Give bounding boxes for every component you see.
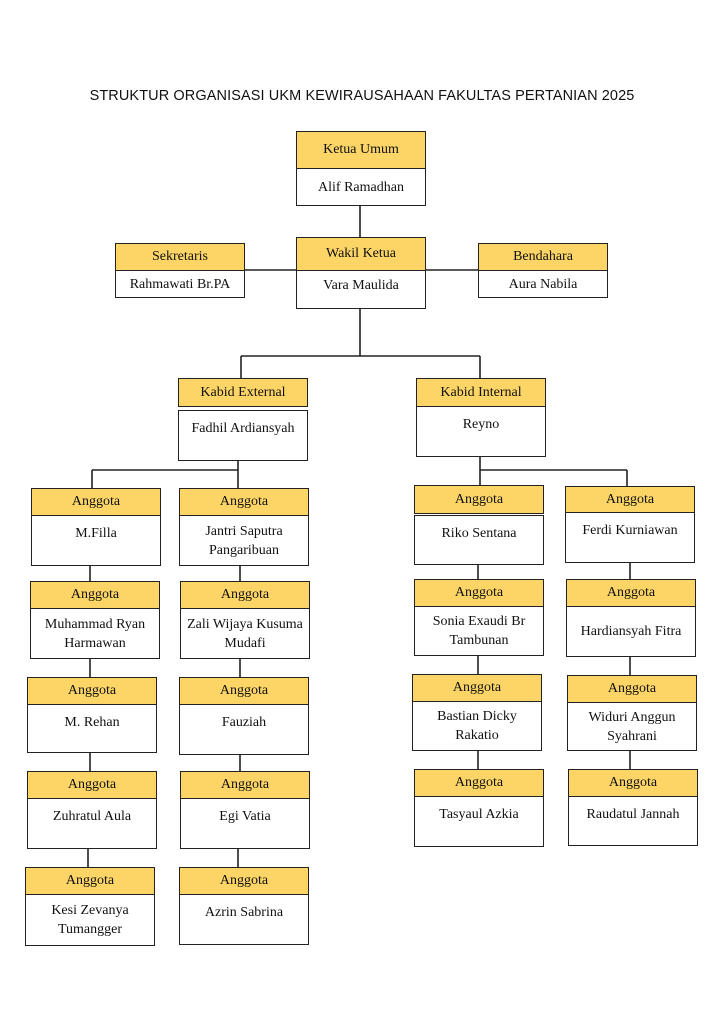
member-card: Anggota Egi Vatia <box>180 771 310 849</box>
member-name: Hardiansyah Fitra <box>566 606 696 657</box>
member-name: Fauziah <box>179 704 309 755</box>
member-card: Anggota Jantri Saputra Pangaribuan <box>179 488 309 566</box>
member-role: Anggota <box>180 581 310 609</box>
node-name: Vara Maulida <box>296 270 426 309</box>
member-role: Anggota <box>565 486 695 513</box>
member-name: Raudatul Jannah <box>568 796 698 846</box>
node-name: Aura Nabila <box>478 270 608 298</box>
member-card: Anggota M. Rehan <box>27 677 157 753</box>
member-role: Anggota <box>30 581 160 609</box>
member-name: Azrin Sabrina <box>179 894 309 945</box>
member-card: Anggota Fauziah <box>179 677 309 755</box>
member-role: Anggota <box>179 488 309 516</box>
node-ketua-umum: Ketua Umum Alif Ramadhan <box>296 131 426 206</box>
node-name: Rahmawati Br.PA <box>115 270 245 298</box>
member-name: Widuri Anggun Syahrani <box>567 702 697 751</box>
member-card: Anggota Sonia Exaudi Br Tambunan <box>414 579 544 656</box>
node-wakil-ketua: Wakil Ketua Vara Maulida <box>296 237 426 309</box>
member-name: M.Filla <box>31 515 161 566</box>
node-role: Ketua Umum <box>296 131 426 169</box>
member-role: Anggota <box>179 867 309 895</box>
member-name: Tasyaul Azkia <box>414 796 544 847</box>
member-card: Anggota Zali Wijaya Kusuma Mudafi <box>180 581 310 659</box>
member-role: Anggota <box>567 675 697 703</box>
member-role: Anggota <box>180 771 310 799</box>
member-role: Anggota <box>568 769 698 797</box>
member-card: Anggota Widuri Anggun Syahrani <box>567 675 697 751</box>
member-card: Anggota Raudatul Jannah <box>568 769 698 846</box>
member-role: Anggota <box>27 677 157 705</box>
node-bendahara: Bendahara Aura Nabila <box>478 243 608 298</box>
member-card: Anggota Ferdi Kurniawan <box>565 486 695 563</box>
node-name: Alif Ramadhan <box>296 168 426 206</box>
member-role: Anggota <box>412 674 542 702</box>
member-card: Anggota Bastian Dicky Rakatio <box>412 674 542 751</box>
member-card: Anggota Azrin Sabrina <box>179 867 309 945</box>
node-role: Bendahara <box>478 243 608 271</box>
member-card: Anggota Riko Sentana <box>414 485 544 565</box>
member-card: Anggota M.Filla <box>31 488 161 566</box>
member-card: Anggota Zuhratul Aula <box>27 771 157 849</box>
member-name: Zali Wijaya Kusuma Mudafi <box>180 608 310 659</box>
member-name: Jantri Saputra Pangaribuan <box>179 515 309 566</box>
member-name: M. Rehan <box>27 704 157 753</box>
member-role: Anggota <box>27 771 157 799</box>
member-role: Anggota <box>414 485 544 514</box>
member-name: Zuhratul Aula <box>27 798 157 849</box>
member-role: Anggota <box>414 769 544 797</box>
member-name: Kesi Zevanya Tumangger <box>25 894 155 946</box>
node-role: Sekretaris <box>115 243 245 271</box>
member-card: Anggota Kesi Zevanya Tumangger <box>25 867 155 946</box>
member-name: Egi Vatia <box>180 798 310 849</box>
member-card: Anggota Hardiansyah Fitra <box>566 579 696 657</box>
member-name: Riko Sentana <box>414 515 544 565</box>
node-role: Wakil Ketua <box>296 237 426 271</box>
member-name: Muhammad Ryan Harmawan <box>30 608 160 659</box>
node-kabid-external: Kabid External Fadhil Ardiansyah <box>178 378 308 461</box>
node-name: Reyno <box>416 406 546 457</box>
member-name: Bastian Dicky Rakatio <box>412 701 542 751</box>
member-card: Anggota Tasyaul Azkia <box>414 769 544 847</box>
member-card: Anggota Muhammad Ryan Harmawan <box>30 581 160 659</box>
member-role: Anggota <box>414 579 544 607</box>
member-role: Anggota <box>25 867 155 895</box>
member-role: Anggota <box>31 488 161 516</box>
member-role: Anggota <box>566 579 696 607</box>
node-sekretaris: Sekretaris Rahmawati Br.PA <box>115 243 245 298</box>
node-role: Kabid Internal <box>416 378 546 407</box>
node-kabid-internal: Kabid Internal Reyno <box>416 378 546 457</box>
chart-title: STRUKTUR ORGANISASI UKM KEWIRAUSAHAAN FA… <box>89 88 635 104</box>
member-name: Sonia Exaudi Br Tambunan <box>414 606 544 656</box>
node-role: Kabid External <box>178 378 308 407</box>
member-name: Ferdi Kurniawan <box>565 512 695 563</box>
node-name: Fadhil Ardiansyah <box>178 410 308 461</box>
member-role: Anggota <box>179 677 309 705</box>
